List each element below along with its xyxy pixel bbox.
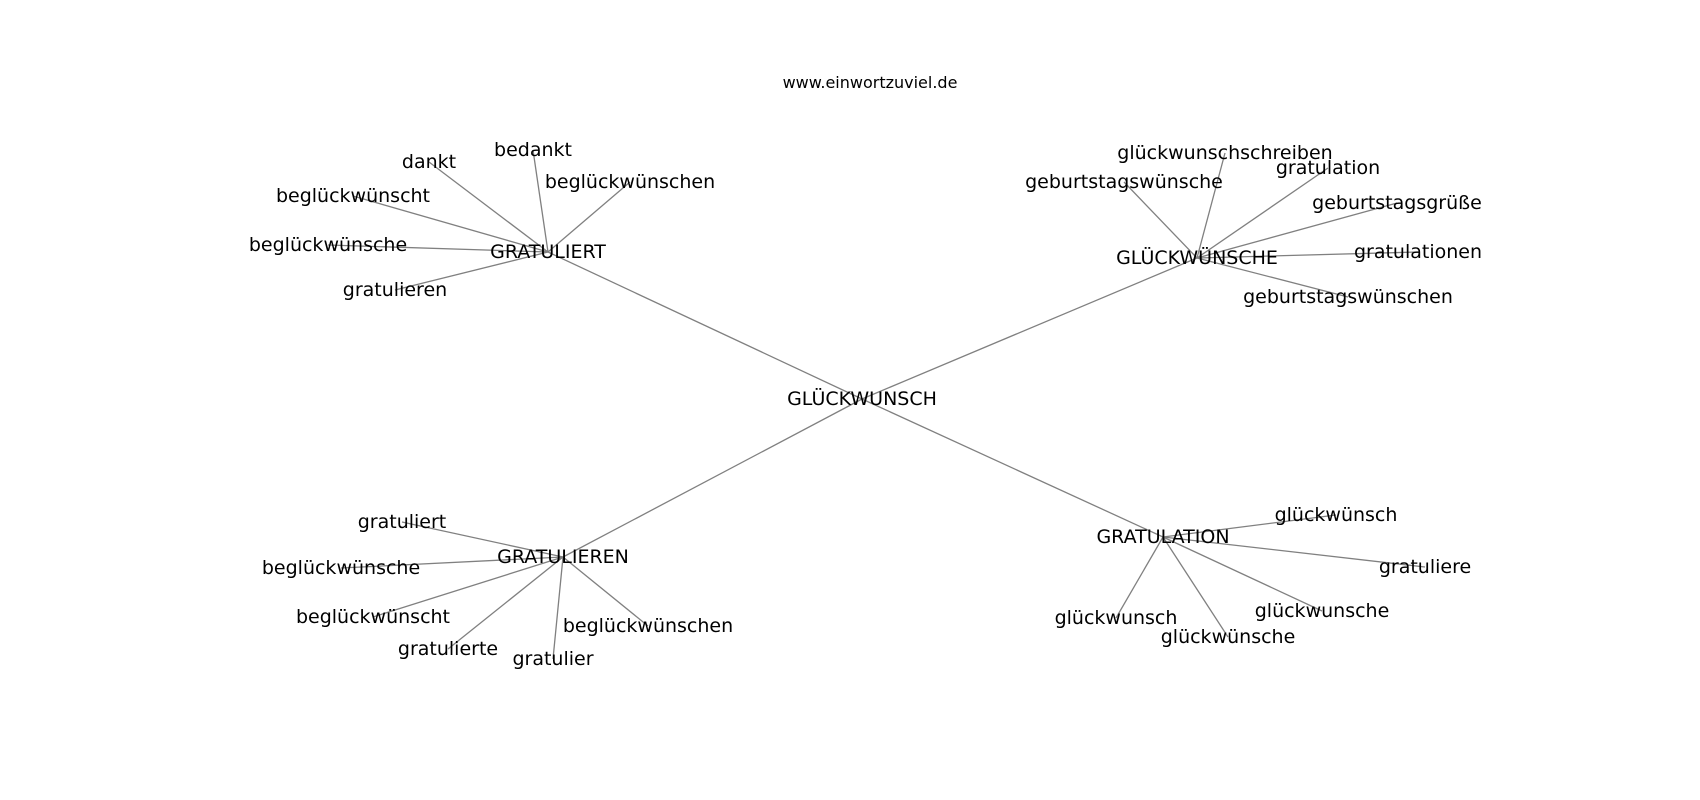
hub-node-label: GLÜCKWÜNSCHE [1116, 246, 1278, 269]
edge-hub-to-word [562, 556, 649, 627]
root-node-label: GLÜCKWUNSCH [787, 387, 937, 410]
word-node-label: bedankt [494, 139, 572, 161]
edge-root-to-hub [562, 398, 863, 558]
edge-hub-to-word [1196, 167, 1329, 259]
word-node-label: glückwünsch [1275, 504, 1398, 526]
word-node-label: glückwünsche [1161, 626, 1296, 648]
edge-hub-to-word [1196, 251, 1419, 259]
edge-hub-to-word [1123, 181, 1198, 259]
edge-hub-to-word [372, 556, 564, 618]
word-node-label: gratulationen [1354, 241, 1482, 263]
edge-hub-to-word [1162, 536, 1426, 568]
word-node-label: gratuliert [358, 511, 447, 533]
word-node-label: gratulierte [398, 638, 498, 660]
word-node-label: geburtstagsgrüße [1312, 192, 1482, 214]
word-node-label: beglückwünsche [249, 234, 407, 256]
edge-hub-to-word [1196, 202, 1398, 259]
word-node-label: geburtstagswünschen [1243, 286, 1453, 308]
word-node-label: glückwunsche [1255, 600, 1390, 622]
edge-hub-to-word [428, 161, 549, 253]
label-layer: GLÜCKWUNSCH GRATULIERT dankt bedankt beglück… [249, 139, 1482, 670]
edge-hub-to-word [401, 521, 564, 558]
word-node-label: beglückwünsche [262, 557, 420, 579]
word-node-label: beglückwünscht [296, 606, 450, 628]
word-node-label: gratuliere [1379, 556, 1471, 578]
edge-hub-to-word [1196, 152, 1226, 259]
edge-root-to-hub [861, 398, 1164, 538]
word-node-label: beglückwünscht [276, 185, 430, 207]
edge-layer [327, 149, 1426, 660]
word-node-label: gratulier [512, 648, 593, 670]
word-node-label: dankt [402, 151, 456, 173]
edge-hub-to-word [394, 251, 549, 291]
hub-node-label: GRATULIERT [490, 241, 606, 263]
source-label: www.einwortzuviel.de [783, 73, 958, 92]
edge-hub-to-word [1196, 257, 1349, 298]
edge-hub-to-word [547, 181, 631, 253]
word-node-label: beglückwünschen [545, 171, 715, 193]
edge-hub-to-word [532, 149, 549, 253]
edge-hub-to-word [1115, 536, 1164, 619]
hub-node-label: GRATULIEREN [497, 546, 629, 568]
edge-root-to-hub [861, 257, 1198, 400]
edge-hub-to-word [352, 195, 549, 253]
word-node-label: glückwunsch [1055, 607, 1178, 629]
edge-hub-to-word [1162, 536, 1229, 638]
edge-hub-to-word [1162, 514, 1337, 538]
word-node-label: geburtstagswünsche [1025, 171, 1223, 193]
hub-node-label: GRATULATION [1096, 526, 1229, 548]
edge-hub-to-word [327, 244, 549, 253]
word-node-label: gratulation [1276, 157, 1380, 179]
edge-root-to-hub [547, 251, 863, 400]
edge-hub-to-word [340, 556, 564, 569]
edge-hub-to-word [1162, 536, 1323, 612]
word-node-label: gratulieren [343, 279, 447, 301]
edge-hub-to-word [552, 556, 564, 660]
word-node-label: beglückwünschen [563, 615, 733, 637]
word-node-label: glückwunschschreiben [1117, 142, 1332, 164]
edge-hub-to-word [447, 556, 564, 650]
